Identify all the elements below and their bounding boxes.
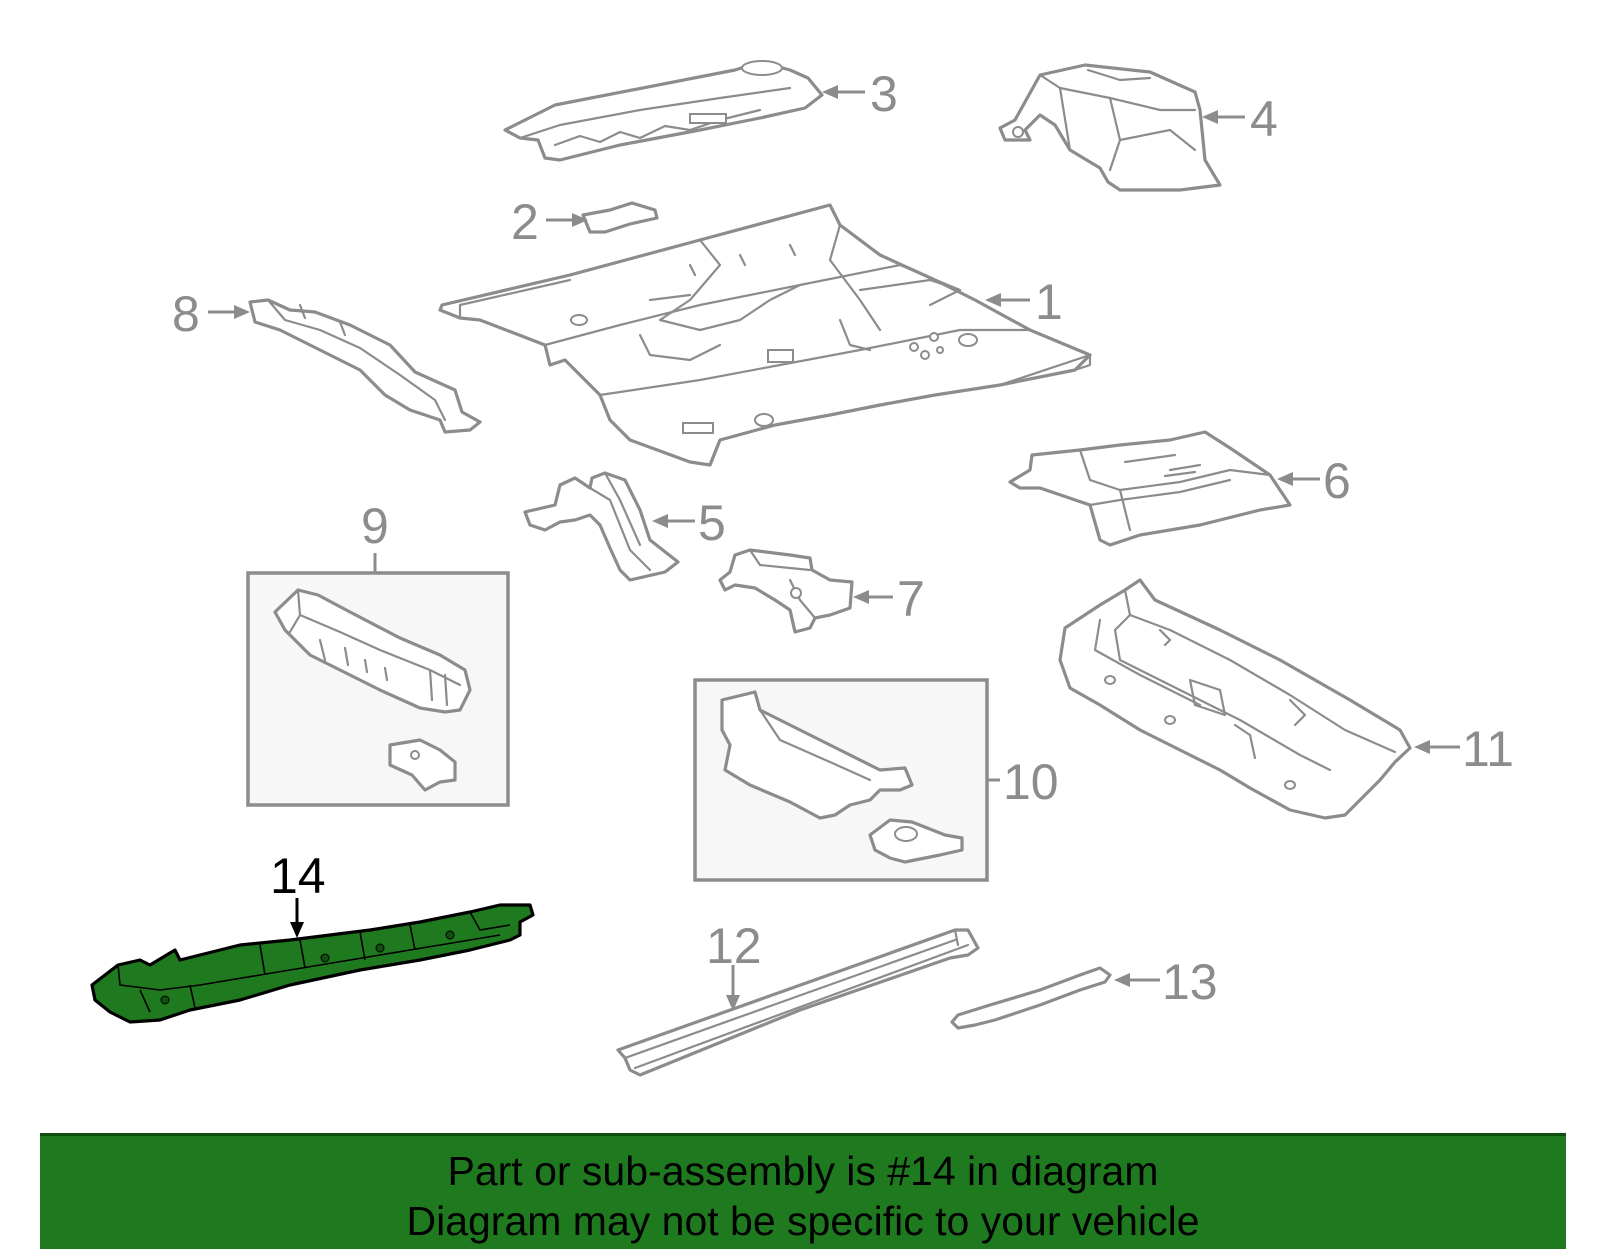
part-5-bracket[interactable] [523,471,680,582]
callout-12: 12 [706,918,762,974]
callout-14: 14 [270,848,326,904]
part-8-side-member[interactable] [248,298,482,434]
inset-box-10[interactable] [693,678,989,882]
part-13-reinforcement[interactable] [950,966,1112,1030]
part-12-rocker[interactable] [616,928,980,1077]
part-6-cross-member[interactable] [1008,430,1292,547]
banner-line-2: Diagram may not be specific to your vehi… [406,1198,1200,1244]
banner-line-1: Part or sub-assembly is #14 in diagram [447,1148,1159,1194]
inset-box-9[interactable] [246,571,510,807]
callout-labels: 3 4 2 1 8 6 5 9 7 10 11 12 13 14 [172,66,1514,1010]
callout-7: 7 [897,571,925,627]
callout-6: 6 [1323,453,1351,509]
callout-13: 13 [1162,954,1218,1010]
part-7-bracket[interactable] [718,548,854,634]
callout-8: 8 [172,286,200,342]
part-4-bracket[interactable] [998,63,1222,192]
callout-11: 11 [1462,721,1514,777]
part-2-small-bracket[interactable] [581,201,659,234]
callout-3: 3 [870,66,898,122]
callout-4: 4 [1250,91,1278,147]
info-banner: Part or sub-assembly is #14 in diagram D… [40,1133,1566,1249]
callout-1: 1 [1035,274,1063,330]
part-11-side-member[interactable] [1058,578,1412,820]
part-1-floor-pan[interactable] [438,203,1092,467]
part-3-cross-member[interactable] [503,60,824,162]
part-14-under-cover[interactable] [90,903,535,1024]
callout-2: 2 [511,194,539,250]
callout-10: 10 [1003,754,1059,810]
leader-lines [208,85,1460,1011]
callout-5: 5 [698,495,726,551]
callout-9: 9 [361,498,389,554]
